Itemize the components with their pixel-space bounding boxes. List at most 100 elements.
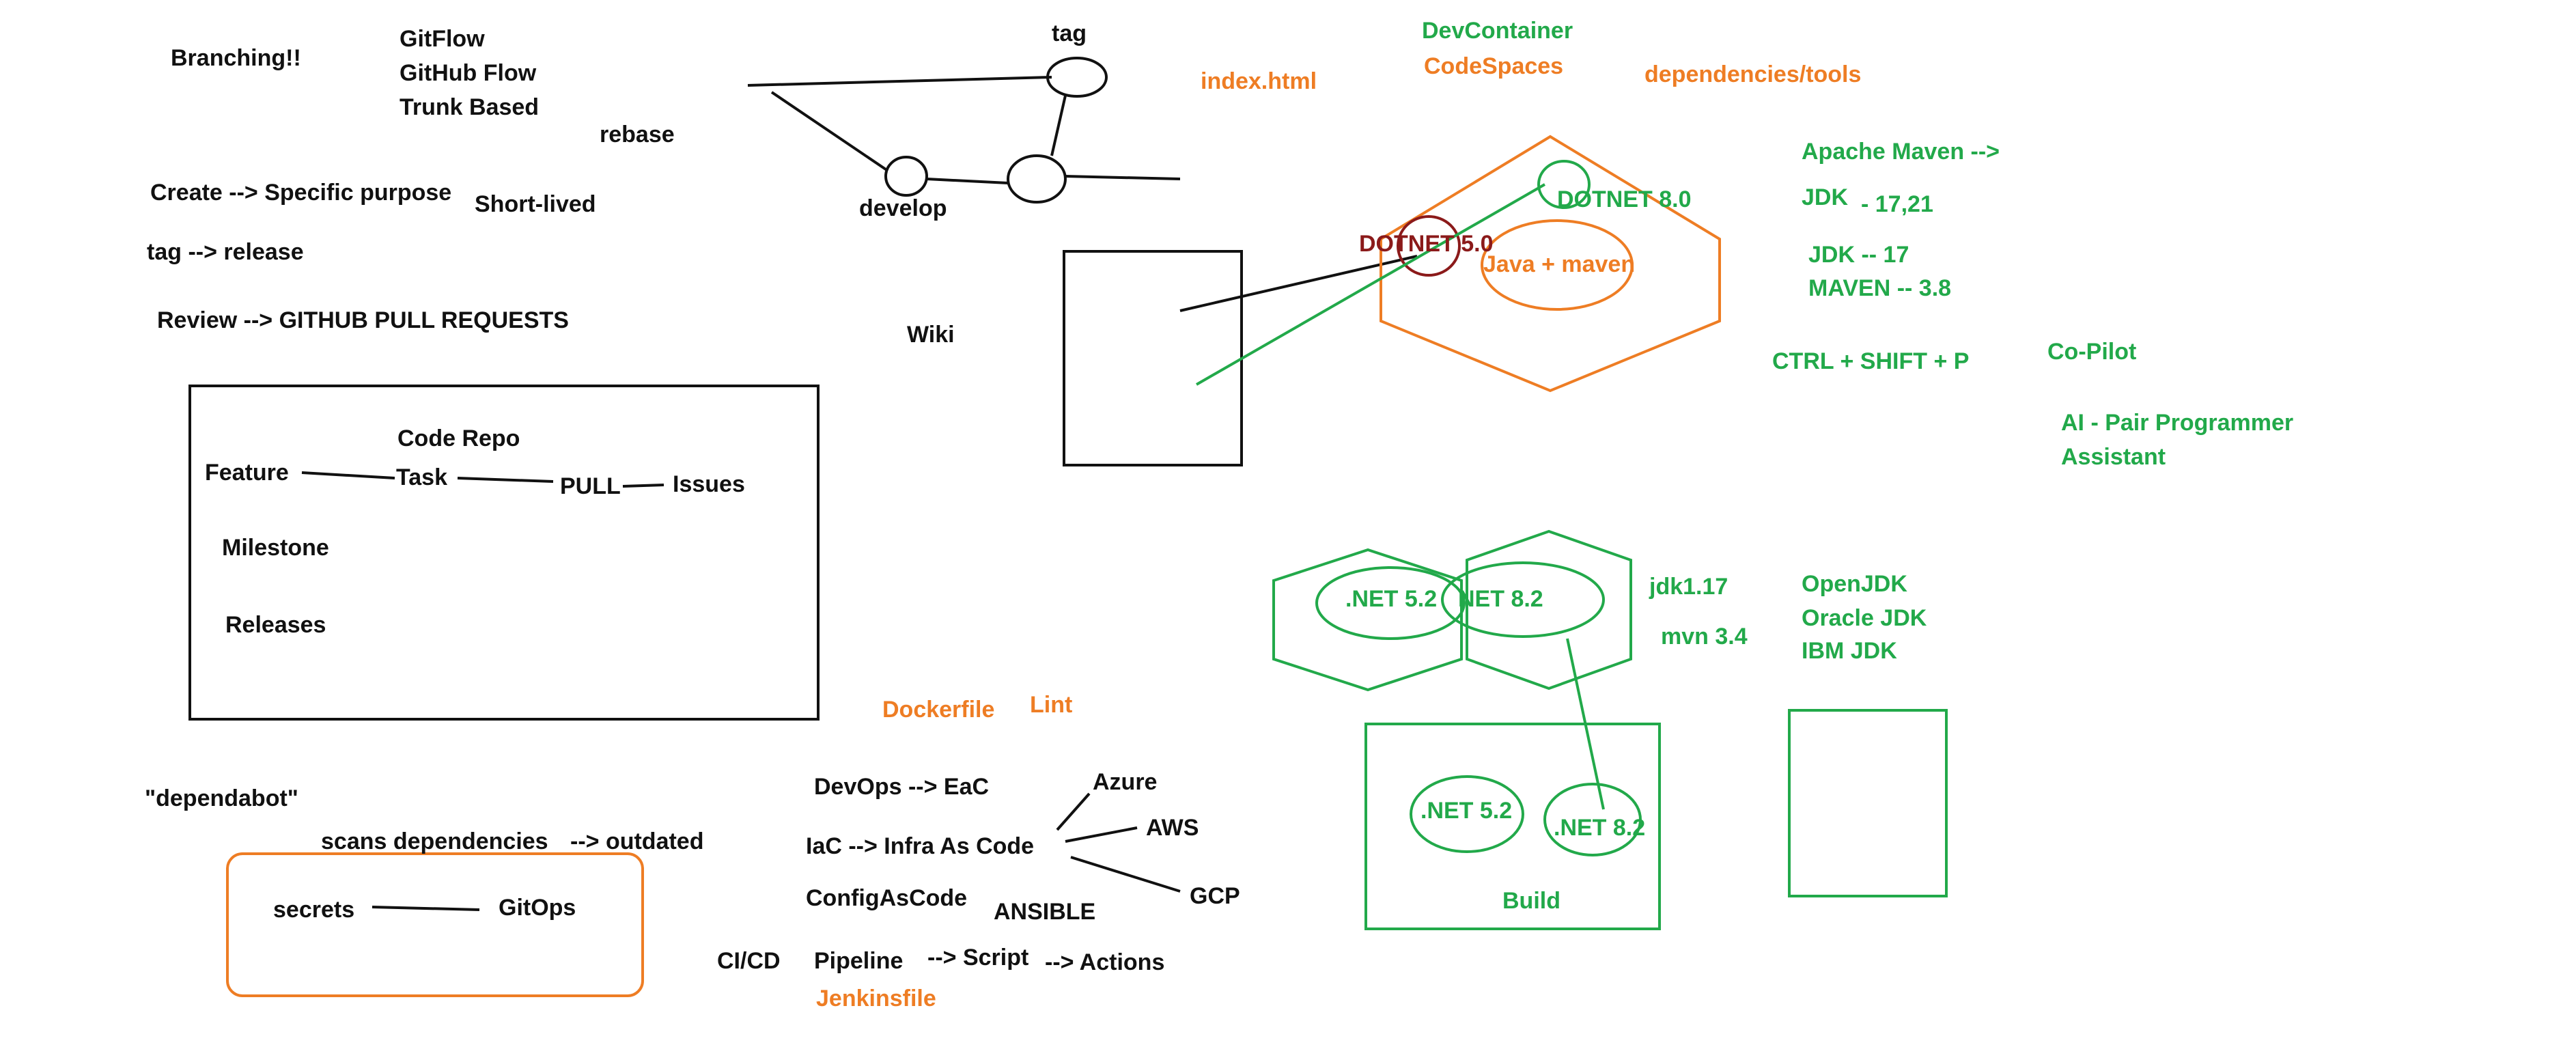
- ansible-label: ANSIBLE: [994, 899, 1096, 925]
- code-repo-label: Code Repo: [397, 426, 520, 451]
- mvn34-label: mvn 3.4: [1661, 624, 1748, 650]
- gitflow-label: GitFlow: [400, 26, 485, 52]
- wiki-label: Wiki: [907, 322, 955, 348]
- jdk-versions-label: - 17,21: [1861, 191, 1933, 217]
- short-lived-note: Short-lived: [475, 191, 596, 217]
- issues-label: Issues: [673, 471, 745, 497]
- dependabot-label: "dependabot": [145, 785, 298, 811]
- branching-heading: Branching!!: [171, 45, 301, 71]
- lint-label: Lint: [1030, 692, 1073, 718]
- create-purpose-note: Create --> Specific purpose: [150, 180, 452, 206]
- hexagon-net52: [1272, 548, 1463, 692]
- net82-ellipse-build: [1543, 783, 1642, 856]
- iac-connectors: [1056, 792, 1181, 893]
- pull-issues-line: [622, 484, 664, 488]
- merge-continue-line: [1065, 175, 1181, 180]
- ai-pair-label: AI - Pair Programmer: [2061, 410, 2294, 436]
- net52-top-label: .NET 5.2: [1345, 586, 1438, 612]
- empty-green-box: [1788, 709, 1948, 897]
- main-branch-line: [747, 76, 1052, 87]
- tag-label: tag: [1052, 20, 1087, 46]
- aws-connector: [1065, 826, 1138, 843]
- jdk117-label: jdk1.17: [1649, 574, 1728, 600]
- openjdk-label: OpenJDK: [1802, 571, 1907, 597]
- code-repo-box: [188, 385, 820, 721]
- net52-ellipse-build: [1410, 775, 1524, 853]
- github-flow-label: GitHub Flow: [400, 60, 537, 86]
- build-label: Build: [1502, 888, 1560, 914]
- releases-label: Releases: [225, 612, 326, 638]
- trunk-based-label: Trunk Based: [400, 94, 540, 120]
- tag-release-note: tag --> release: [147, 239, 304, 265]
- task-pull-line: [457, 477, 554, 483]
- review-note: Review --> GITHUB PULL REQUESTS: [157, 307, 569, 333]
- assistant-label: Assistant: [2061, 444, 2166, 470]
- secrets-gitops-box: [226, 852, 644, 997]
- azure-connector: [1056, 792, 1091, 831]
- maven38-label: MAVEN -- 3.8: [1808, 275, 1952, 301]
- feature-task-line: [301, 471, 395, 479]
- actions-label: --> Actions: [1045, 949, 1165, 975]
- jdk17-label: JDK -- 17: [1808, 242, 1909, 268]
- ibmjdk-label: IBM JDK: [1802, 638, 1897, 664]
- jenkinsfile-label: Jenkinsfile: [816, 986, 936, 1012]
- task-label: Task: [396, 464, 447, 490]
- code-repo-sketch: [188, 385, 820, 721]
- dotnet5-label: DOTNET 5.0: [1359, 231, 1494, 257]
- copilot-label: Co-Pilot: [2047, 339, 2137, 365]
- script-label: --> Script: [927, 945, 1029, 971]
- net82-build-label: .NET 8.2: [1554, 815, 1646, 841]
- iac-label: IaC --> Infra As Code: [806, 833, 1035, 859]
- build-box: [1364, 723, 1661, 930]
- net82-top-label: NET 8.2: [1458, 586, 1543, 612]
- develop-branch-line: [770, 91, 889, 172]
- dotnet5-circle: [1397, 215, 1461, 277]
- dotnet-hexagons: [1272, 529, 1948, 930]
- java-maven-label: Java + maven: [1483, 251, 1636, 277]
- jdk-label: JDK: [1802, 184, 1849, 210]
- oraclejdk-label: Oracle JDK: [1802, 605, 1927, 631]
- milestone-label: Milestone: [222, 535, 329, 561]
- devops-eac-label: DevOps --> EaC: [814, 774, 990, 800]
- ctrl-shift-p-label: CTRL + SHIFT + P: [1772, 348, 1970, 374]
- dotnet8-circle: [1537, 160, 1591, 209]
- outdated-label: --> outdated: [570, 828, 704, 854]
- devcontainer-label: DevContainer: [1422, 18, 1573, 44]
- aws-label: AWS: [1146, 815, 1199, 841]
- pull-label: PULL: [560, 473, 621, 499]
- secrets-gitops-line: [372, 906, 480, 911]
- branching-sketch: [747, 57, 1181, 204]
- dotnet8-label: DOTNET 8.0: [1557, 186, 1692, 212]
- tag-commit-circle: [1046, 57, 1108, 98]
- codespaces-label: CodeSpaces: [1424, 53, 1564, 79]
- develop-commit-circle: [884, 156, 928, 197]
- wiki-box: [1063, 250, 1243, 466]
- net52-build-label: .NET 5.2: [1420, 798, 1513, 824]
- develop-label: develop: [859, 195, 947, 221]
- devcontainer-hexagon: [1380, 135, 1721, 393]
- cicd-label: CI/CD: [717, 948, 781, 974]
- develop-to-merge-line: [926, 178, 1009, 184]
- rebase-label: rebase: [600, 122, 675, 148]
- wiki-black-connector: [1179, 255, 1418, 312]
- dependencies-tools-label: dependencies/tools: [1644, 61, 1862, 87]
- merge-commit-circle: [1007, 154, 1067, 204]
- merge-to-tag-line: [1050, 95, 1067, 156]
- index-html-label: index.html: [1201, 68, 1317, 94]
- net52-ellipse-top: [1315, 566, 1466, 640]
- gcp-connector: [1070, 856, 1181, 893]
- azure-label: Azure: [1093, 769, 1158, 795]
- wiki-green-connector: [1196, 183, 1545, 386]
- net82-ellipse-top: [1441, 561, 1605, 638]
- feature-label: Feature: [205, 460, 289, 486]
- secrets-label: secrets: [273, 897, 355, 923]
- gitops-label: GitOps: [499, 895, 576, 921]
- apache-maven-label: Apache Maven -->: [1802, 139, 2000, 165]
- dockerfile-label: Dockerfile: [882, 697, 995, 723]
- config-as-code-label: ConfigAsCode: [806, 885, 968, 911]
- gcp-label: GCP: [1190, 883, 1240, 909]
- scans-dependencies-label: scans dependencies: [321, 828, 548, 854]
- pipeline-label: Pipeline: [814, 948, 904, 974]
